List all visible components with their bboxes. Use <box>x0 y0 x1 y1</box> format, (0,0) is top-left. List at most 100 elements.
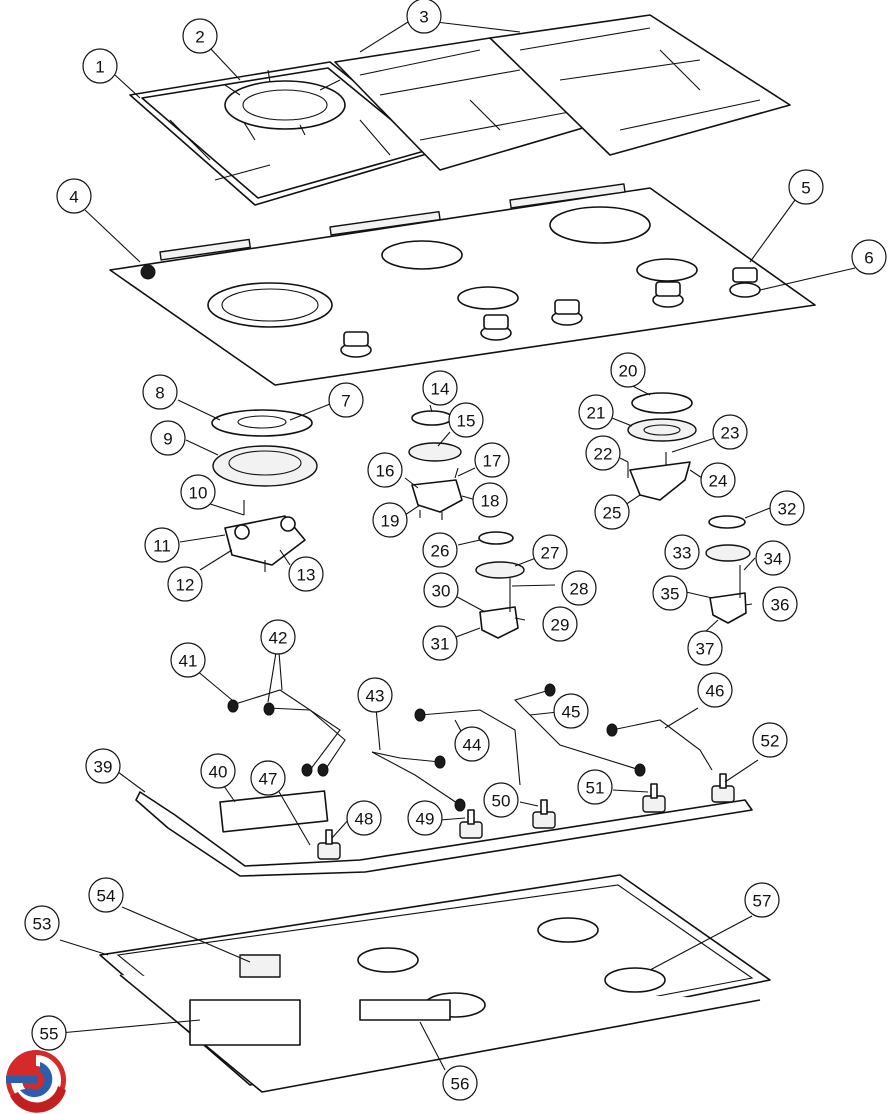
callout-number: 43 <box>366 687 385 706</box>
callout-number: 11 <box>153 537 171 556</box>
callout-26: 26 <box>422 532 458 568</box>
callout-number: 50 <box>492 792 511 811</box>
callout-number: 57 <box>753 892 772 911</box>
callout-3: 3 <box>406 0 442 34</box>
callout-number: 26 <box>431 542 450 561</box>
callout-number: 8 <box>155 384 164 403</box>
callout-number: 36 <box>771 596 790 615</box>
callout-number: 10 <box>189 484 208 503</box>
callout-24: 24 <box>700 462 736 498</box>
callout-12: 12 <box>167 566 203 602</box>
callout-number: 23 <box>721 424 740 443</box>
callout-number: 30 <box>432 582 451 601</box>
callout-14: 14 <box>422 370 458 406</box>
callout-48: 48 <box>346 800 382 836</box>
callout-44: 44 <box>454 726 490 762</box>
gas-pipes <box>227 683 713 812</box>
callout-7: 7 <box>328 382 364 418</box>
callout-45: 45 <box>553 693 589 729</box>
callout-number: 1 <box>95 58 104 77</box>
callout-35: 35 <box>652 575 688 611</box>
callout-8: 8 <box>142 374 178 410</box>
callout-10: 10 <box>180 474 216 510</box>
callout-1: 1 <box>82 48 118 84</box>
callout-50: 50 <box>483 782 519 818</box>
callout-53: 53 <box>24 905 60 941</box>
callout-33: 33 <box>664 534 700 570</box>
callout-number: 35 <box>661 585 680 604</box>
callout-46: 46 <box>697 672 733 708</box>
callout-16: 16 <box>367 452 403 488</box>
callout-number: 16 <box>376 462 395 481</box>
callout-30: 30 <box>423 572 459 608</box>
callout-number: 9 <box>163 430 172 449</box>
callout-31: 31 <box>422 625 458 661</box>
medium-burner-assembly <box>627 392 697 501</box>
callout-22: 22 <box>585 435 621 471</box>
callout-number: 37 <box>696 640 715 659</box>
callout-number: 42 <box>269 629 288 648</box>
callout-number: 17 <box>483 452 502 471</box>
callout-19: 19 <box>372 502 408 538</box>
callout-9: 9 <box>150 420 186 456</box>
callout-17: 17 <box>474 442 510 478</box>
callout-25: 25 <box>594 494 630 530</box>
callout-20: 20 <box>610 352 646 388</box>
callout-41: 41 <box>170 642 206 678</box>
callout-number: 55 <box>40 1025 59 1044</box>
small-burner-assembly-c <box>705 515 751 624</box>
callout-34: 34 <box>755 540 791 576</box>
brand-logo-icon <box>6 1050 66 1113</box>
callout-5: 5 <box>788 169 824 205</box>
gas-valves <box>317 773 735 860</box>
callout-6: 6 <box>851 239 887 275</box>
callout-2: 2 <box>182 18 218 54</box>
callout-11: 11 <box>144 527 180 563</box>
callout-54: 54 <box>88 877 124 913</box>
callout-number: 5 <box>801 179 810 198</box>
callout-57: 57 <box>744 882 780 918</box>
callout-56: 56 <box>442 1065 478 1101</box>
callout-number: 33 <box>673 544 692 563</box>
callout-number: 48 <box>355 810 374 829</box>
pan-supports <box>129 14 791 206</box>
callout-13: 13 <box>288 556 324 592</box>
callout-number: 29 <box>551 616 570 635</box>
callout-43: 43 <box>357 677 393 713</box>
callout-number: 51 <box>586 779 605 798</box>
callout-number: 22 <box>594 445 613 464</box>
callout-number: 21 <box>587 404 606 423</box>
callout-28: 28 <box>561 570 597 606</box>
callout-number: 54 <box>97 887 116 906</box>
gas-manifold <box>135 773 753 877</box>
callout-number: 44 <box>463 736 482 755</box>
callout-number: 28 <box>570 580 589 599</box>
callout-47: 47 <box>250 760 286 796</box>
callout-number: 20 <box>619 362 638 381</box>
callout-number: 13 <box>297 566 316 585</box>
callout-number: 7 <box>341 392 350 411</box>
callout-number: 25 <box>603 504 622 523</box>
callout-36: 36 <box>762 586 798 622</box>
callout-number: 6 <box>864 249 873 268</box>
callout-number: 39 <box>94 758 113 777</box>
base-pan <box>99 874 771 1093</box>
callout-42: 42 <box>260 619 296 655</box>
callout-number: 2 <box>195 28 204 47</box>
callout-37: 37 <box>687 630 723 666</box>
callout-55: 55 <box>31 1015 67 1051</box>
callout-21: 21 <box>578 394 614 430</box>
callout-number: 12 <box>176 576 195 595</box>
callout-39: 39 <box>85 748 121 784</box>
callout-27: 27 <box>532 534 568 570</box>
callout-number: 34 <box>764 550 783 569</box>
callout-number: 19 <box>381 512 400 531</box>
callout-number: 40 <box>209 763 228 782</box>
callout-number: 15 <box>457 412 476 431</box>
callout-51: 51 <box>577 769 613 805</box>
callout-32: 32 <box>769 490 805 526</box>
small-burner-assembly-a <box>408 410 463 520</box>
callout-number: 46 <box>706 682 725 701</box>
